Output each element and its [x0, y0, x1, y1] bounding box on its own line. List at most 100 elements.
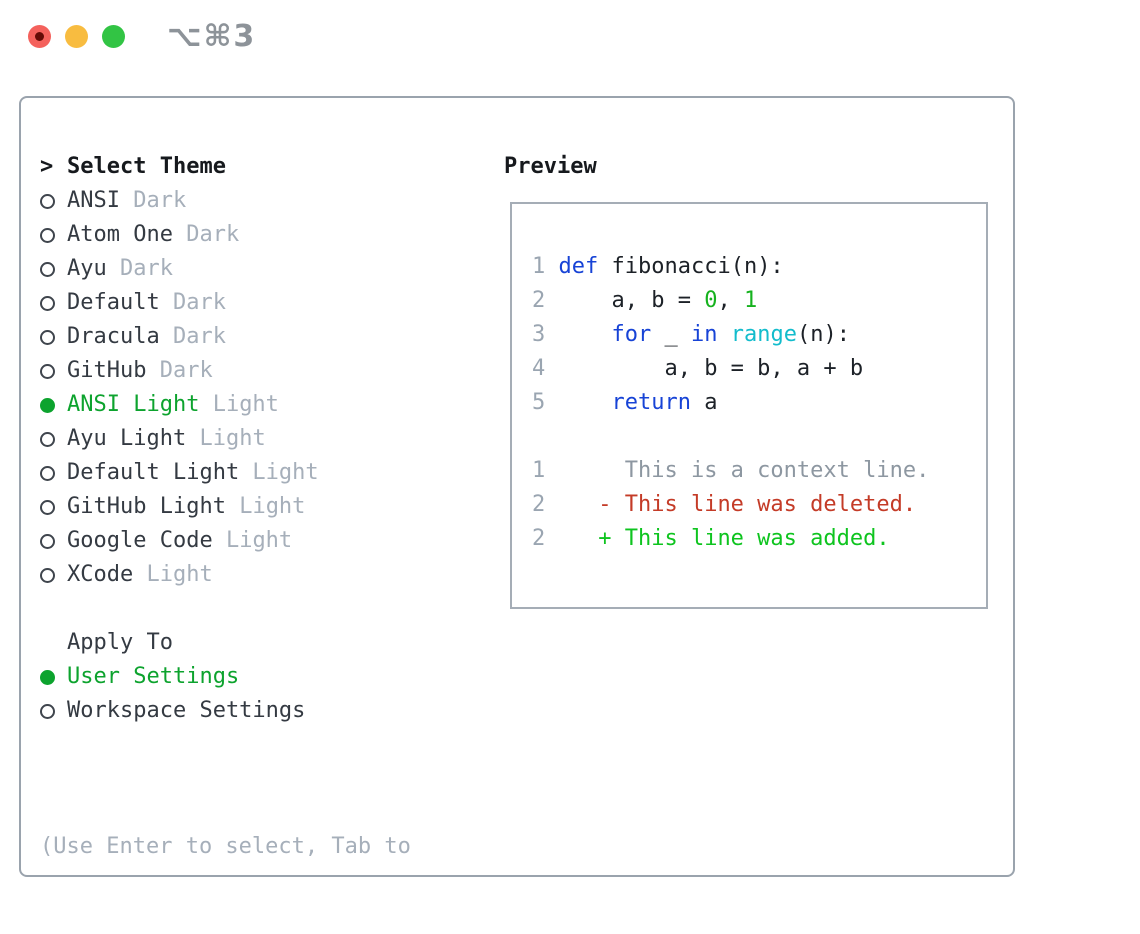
- option-label: Dracula: [67, 324, 160, 349]
- code-token: for: [611, 322, 652, 347]
- prompt-icon: >: [40, 154, 54, 179]
- spacer: [40, 728, 490, 762]
- variant-label: Dark: [172, 222, 240, 247]
- line-number: 3: [532, 322, 559, 347]
- radio-cell: [40, 397, 67, 413]
- code-token: _: [651, 322, 691, 347]
- option-label: Ayu: [67, 256, 107, 281]
- theme-option-default-dark[interactable]: Default Dark: [40, 286, 490, 320]
- code-token: - This line was deleted.: [558, 492, 917, 517]
- line-number: 2: [532, 492, 559, 517]
- minimize-button[interactable]: [65, 25, 88, 48]
- radio-cell: [40, 533, 67, 549]
- radio-cell: [40, 227, 67, 243]
- preview-line: 2 + This line was added.: [532, 522, 986, 556]
- theme-option-ansi-dark[interactable]: ANSI Dark: [40, 184, 490, 218]
- option-label: XCode: [67, 562, 134, 587]
- option-label: Atom One: [67, 222, 173, 247]
- radio-unselected-icon: [40, 295, 55, 311]
- preview-line: 4 a, b = b, a + b: [532, 352, 986, 386]
- radio-cell: [40, 261, 67, 277]
- code-token: a: [690, 390, 718, 415]
- code-token: [559, 322, 612, 347]
- line-number: 1: [532, 254, 559, 279]
- theme-option-dracula-dark[interactable]: Dracula Dark: [40, 320, 490, 354]
- theme-option-xcode-light[interactable]: XCode Light: [40, 558, 490, 592]
- variant-label: Light: [239, 460, 319, 485]
- theme-option-ansi-light[interactable]: ANSI Light Light: [40, 388, 490, 422]
- apply-to-header: Apply To: [40, 626, 490, 660]
- apply-to-title: Apply To: [67, 630, 173, 655]
- radio-cell: [40, 295, 67, 311]
- variant-label: Light: [199, 392, 279, 417]
- variant-label: Light: [133, 562, 213, 587]
- radio-cell: [40, 329, 67, 345]
- line-number: 2: [532, 526, 559, 551]
- variant-label: Light: [212, 528, 293, 553]
- option-label: ANSI Light: [67, 392, 200, 417]
- code-token: (n):: [796, 322, 850, 347]
- preview-line: 1 def fibonacci(n):: [532, 250, 986, 284]
- radio-selected-icon: [40, 397, 55, 413]
- spacer: [40, 592, 490, 626]
- preview-title: Preview: [504, 154, 597, 179]
- code-token: [559, 390, 612, 415]
- theme-option-ayu-light[interactable]: Ayu Light Light: [40, 422, 490, 456]
- code-token: [717, 322, 730, 347]
- apply-option-workspace-settings[interactable]: Workspace Settings: [40, 694, 490, 728]
- code-token: def: [558, 254, 599, 279]
- preview-line: 5 return a: [532, 386, 986, 420]
- preview-line: 2 - This line was deleted.: [532, 488, 986, 522]
- variant-label: Dark: [159, 290, 226, 315]
- preview-line: 3 for _ in range(n):: [532, 318, 986, 352]
- radio-unselected-icon: [40, 567, 55, 583]
- preview-line: 2 a, b = 0, 1: [532, 284, 986, 318]
- code-token: 0: [704, 288, 718, 313]
- radio-cell: [40, 193, 67, 209]
- select-theme-header: > Select Theme: [40, 150, 490, 184]
- code-token: ,: [717, 288, 744, 313]
- option-label: Ayu Light: [67, 426, 187, 451]
- variant-label: Dark: [146, 358, 213, 383]
- preview-line: 1 This is a context line.: [532, 454, 986, 488]
- theme-option-github-light[interactable]: GitHub Light Light: [40, 490, 490, 524]
- variant-label: Dark: [159, 324, 226, 349]
- preview-line: [532, 420, 986, 454]
- radio-unselected-icon: [40, 431, 55, 447]
- zoom-button[interactable]: [102, 25, 125, 48]
- option-label: Google Code: [67, 528, 213, 553]
- radio-unselected-icon: [40, 261, 55, 277]
- select-theme-title: Select Theme: [67, 154, 226, 179]
- variant-label: Dark: [106, 256, 173, 281]
- line-number: 4: [532, 356, 559, 381]
- code-token: in: [690, 322, 718, 347]
- radio-cell: [40, 431, 67, 447]
- radio-unselected-icon: [40, 363, 55, 379]
- radio-unselected-icon: [40, 533, 55, 549]
- code-token: + This line was added.: [558, 526, 890, 551]
- apply-option-user-settings[interactable]: User Settings: [40, 660, 490, 694]
- variant-label: Dark: [119, 188, 187, 213]
- code-token: return: [611, 390, 691, 415]
- theme-option-default-light[interactable]: Default Light Light: [40, 456, 490, 490]
- theme-option-github-dark[interactable]: GitHub Dark: [40, 354, 490, 388]
- theme-option-ayu-dark[interactable]: Ayu Dark: [40, 252, 490, 286]
- code-token: a, b =: [558, 288, 705, 313]
- line-number: 2: [532, 288, 559, 313]
- option-label: GitHub Light: [67, 494, 226, 519]
- variant-label: Light: [225, 494, 306, 519]
- radio-cell: [40, 703, 67, 719]
- radio-cell: [40, 567, 67, 583]
- option-label: Workspace Settings: [67, 698, 306, 723]
- close-button[interactable]: [28, 25, 51, 48]
- radio-unselected-icon: [40, 193, 55, 209]
- theme-option-google-code-light[interactable]: Google Code Light: [40, 524, 490, 558]
- theme-option-atom-one-dark[interactable]: Atom One Dark: [40, 218, 490, 252]
- hint-line-1: (Use Enter to select, Tab to: [40, 834, 411, 859]
- option-label: Default Light: [67, 460, 240, 485]
- code-token: a, b = b, a + b: [558, 356, 864, 381]
